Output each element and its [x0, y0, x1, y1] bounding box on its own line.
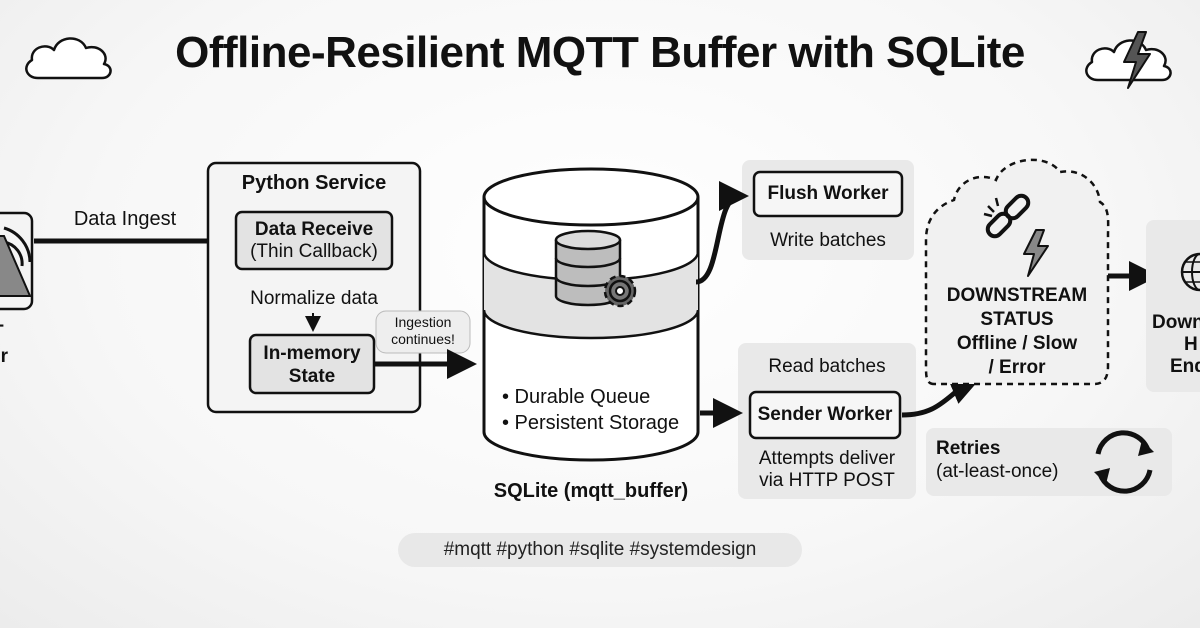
lightning-icon — [1023, 229, 1049, 277]
flush-worker-box — [752, 170, 904, 218]
data-receive-box — [234, 210, 394, 271]
sender-worker-title: Sender Worker — [757, 404, 893, 425]
read-batches-note: Read batches — [768, 356, 886, 377]
sender-to-downstream-arrow — [901, 376, 981, 418]
retries-sub: (at-least-once) — [936, 461, 1059, 482]
attempts-line2: via HTTP POST — [759, 470, 895, 491]
database-icon — [554, 229, 622, 307]
ingestion-note-line2: continues! — [391, 331, 455, 347]
ingestion-note-bubble — [375, 310, 471, 354]
in-memory-line2: State — [288, 366, 336, 387]
attempts-line1: Attempts deliver — [758, 448, 896, 469]
data-receive-title: Data Receive — [254, 219, 374, 240]
storm-cloud-icon — [1085, 31, 1172, 89]
globe-icon — [1180, 252, 1200, 292]
page-title: Offline-Resilient MQTT Buffer with SQLit… — [175, 28, 1025, 77]
endpoint-line3: End — [1170, 356, 1200, 377]
sqlite-bullet-durable-queue: • Durable Queue — [502, 386, 651, 408]
endpoint-line1: Down — [1152, 312, 1200, 333]
downstream-status-line3: Offline / Slow — [956, 333, 1078, 354]
data-receive-sub: (Thin Callback) — [250, 241, 378, 262]
cloud-icon — [25, 37, 112, 80]
retries-panel — [926, 428, 1172, 496]
broadcast-icon — [0, 226, 32, 297]
in-memory-line1: In-memory — [263, 343, 361, 364]
endpoint-line2: H — [1184, 334, 1198, 355]
broker-label-line2: er — [0, 346, 8, 367]
downstream-status-line1: DOWNSTREAM — [946, 285, 1088, 306]
sqlite-bullet-persistent-storage: • Persistent Storage — [502, 412, 680, 434]
hashtags: #mqtt #python #sqlite #systemdesign — [398, 533, 802, 567]
sqlite-caption: SQLite (mqtt_buffer) — [493, 480, 689, 502]
downstream-endpoint-box — [1146, 220, 1200, 392]
retry-cycle-icon — [1094, 430, 1154, 494]
downstream-status-cloud — [924, 158, 1110, 386]
broker-label-line1: T — [0, 322, 16, 344]
downstream-status-line4: / Error — [988, 357, 1046, 378]
retries-title: Retries — [936, 438, 1001, 459]
sqlite-to-flush-arrow — [695, 181, 749, 285]
normalize-label: Normalize data — [250, 288, 378, 309]
flush-worker-title: Flush Worker — [767, 183, 889, 204]
gear-icon — [603, 274, 637, 308]
ingestion-note-line1: Ingestion — [394, 314, 452, 330]
python-service-title: Python Service — [241, 172, 387, 194]
downstream-status-line2: STATUS — [980, 309, 1054, 330]
flush-worker-note: Write batches — [770, 230, 886, 251]
broken-link-icon — [983, 193, 1031, 239]
data-ingest-label: Data Ingest — [73, 208, 177, 230]
sender-worker-box — [748, 390, 902, 440]
